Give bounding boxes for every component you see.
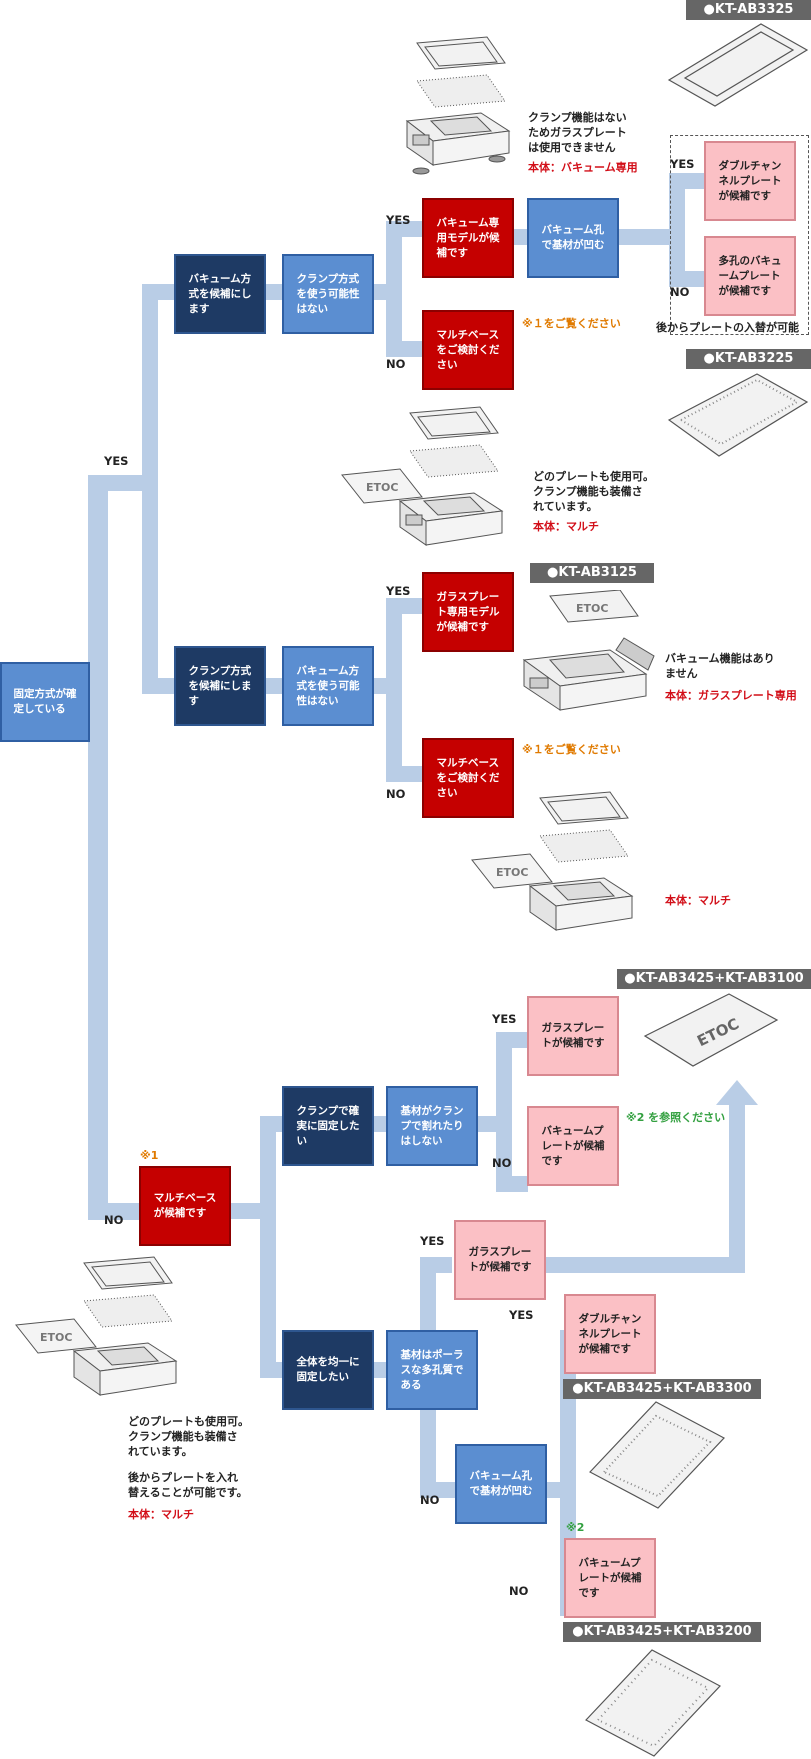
note-body-multi: 本体：マルチ bbox=[665, 894, 731, 907]
label-yes: YES bbox=[670, 157, 695, 171]
svg-text:ETOC: ETOC bbox=[576, 602, 608, 615]
label-yes: YES bbox=[386, 584, 411, 598]
note-no-vacuum: バキューム機能はあり ません bbox=[665, 652, 775, 680]
label-no: NO bbox=[509, 1584, 529, 1598]
node-double-channel-plate: ダブルチャン ネルプレート が候補です bbox=[704, 141, 796, 221]
plate-stack-icon: ETOC bbox=[15, 1256, 178, 1396]
node-vacuum-plate-candidate: バキュームプ レートが候補 です bbox=[564, 1538, 656, 1618]
node-glass-only-model: ガラスプレー ト専用モデル が候補です bbox=[422, 572, 514, 652]
svg-text:ETOC: ETOC bbox=[496, 866, 528, 879]
node-glass-plate-candidate: ガラスプレー トが候補です bbox=[454, 1220, 546, 1300]
note-see-note1: ※１をご覧ください bbox=[522, 743, 621, 756]
label-no: NO bbox=[386, 787, 406, 801]
label-yes: YES bbox=[104, 454, 129, 468]
vacuum-plate-icon bbox=[667, 373, 809, 457]
node-vacuum-only-model: バキューム専 用モデルが候 補です bbox=[422, 198, 514, 278]
node-vacuum-hole-dent: バキューム孔 で基材が凹む bbox=[527, 198, 619, 278]
product-badge-kt-ab3425-ab3200: ●KT-AB3425+KT-AB3200 bbox=[563, 1622, 761, 1642]
node-multibase-candidate: マルチベース が候補です bbox=[139, 1166, 231, 1246]
label-yes: YES bbox=[509, 1308, 534, 1322]
note-no-glass: クランプ機能はない ためガラスプレート は使用できません bbox=[528, 111, 627, 154]
label-yes: YES bbox=[420, 1234, 445, 1248]
label-no: NO bbox=[492, 1156, 512, 1170]
note-any-plate: どのプレートも使用可。 クランプ機能も装備さ れています。 bbox=[533, 470, 654, 513]
product-badge-kt-ab3425-ab3300: ●KT-AB3425+KT-AB3300 bbox=[563, 1379, 761, 1399]
label-no: NO bbox=[104, 1213, 124, 1227]
label-yes: YES bbox=[492, 1012, 517, 1026]
note-body-multi: 本体：マルチ bbox=[533, 520, 599, 533]
note-bottom-body-multi: 本体：マルチ bbox=[128, 1508, 194, 1521]
label-no: NO bbox=[386, 357, 406, 371]
node-multibase-consider: マルチベース をご検討くだ さい bbox=[422, 310, 514, 390]
svg-text:ETOC: ETOC bbox=[366, 481, 398, 494]
note-bottom-any-plate: どのプレートも使用可。 クランプ機能も装備さ れています。 bbox=[128, 1415, 249, 1458]
note-bottom-swap: 後からプレートを入れ 替えることが可能です。 bbox=[128, 1471, 248, 1499]
node-fixing-method-decided: 固定方式が確 定している bbox=[0, 662, 90, 742]
node-multi-hole-vacuum-plate: 多孔のバキュ ームプレート が候補です bbox=[704, 236, 796, 316]
node-porous-substrate: 基材はポーラ スな多孔質で ある bbox=[386, 1330, 478, 1410]
note-mark2: ※2 bbox=[566, 1521, 585, 1534]
node-double-channel-plate: ダブルチャン ネルプレート が候補です bbox=[564, 1294, 656, 1374]
note-swap-later: 後からプレートの入替が可能 bbox=[656, 321, 799, 334]
glass-plate-icon bbox=[667, 23, 809, 107]
note-body-vacuum-only: 本体：バキューム専用 bbox=[528, 161, 638, 174]
svg-text:ETOC: ETOC bbox=[40, 1331, 72, 1344]
note-see-note2: ※2 を参照ください bbox=[626, 1111, 726, 1124]
product-badge-kt-ab3225: ●KT-AB3225 bbox=[686, 349, 811, 369]
node-vacuum-candidate: バキューム方 式を候補にし ます bbox=[174, 254, 266, 334]
product-badge-kt-ab3125: ●KT-AB3125 bbox=[530, 563, 654, 583]
node-clamp-candidate: クランプ方式 を候補にしま す bbox=[174, 646, 266, 726]
printed-plate-icon: ETOC bbox=[643, 993, 779, 1067]
note-see-note1: ※１をご覧ください bbox=[522, 317, 621, 330]
node-clamp-possible-question: クランプ方式 を使う可能性 はない bbox=[282, 254, 374, 334]
coater-machine-icon: ETOC bbox=[522, 590, 655, 711]
node-vacuum-hole-dent: バキューム孔 で基材が凹む bbox=[455, 1444, 547, 1524]
node-glass-plate-candidate: ガラスプレー トが候補です bbox=[527, 996, 619, 1076]
note-body-glass-only: 本体：ガラスプレート専用 bbox=[665, 689, 797, 702]
plate-stack-icon: ETOC bbox=[341, 406, 504, 546]
plate-swap-group bbox=[670, 135, 809, 335]
node-no-crack: 基材がクラン プで割れたり はしない bbox=[386, 1086, 478, 1166]
label-no: NO bbox=[420, 1493, 440, 1507]
plate-stack-icon: ETOC bbox=[471, 791, 634, 931]
vacuum-plate-icon bbox=[589, 1401, 725, 1509]
product-badge-kt-ab3325: ●KT-AB3325 bbox=[686, 0, 811, 20]
node-uniform-fix: 全体を均一に 固定したい bbox=[282, 1330, 374, 1410]
label-yes: YES bbox=[386, 213, 411, 227]
coater-machine-icon bbox=[405, 36, 511, 175]
node-vacuum-plate-candidate: バキュームプ レートが候補 です bbox=[527, 1106, 619, 1186]
label-no: NO bbox=[670, 285, 690, 299]
node-vacuum-possible-question: バキューム方 式を使う可能 性はない bbox=[282, 646, 374, 726]
node-multibase-consider: マルチベース をご検討くだ さい bbox=[422, 738, 514, 818]
note-mark1: ※1 bbox=[140, 1149, 159, 1162]
product-badge-kt-ab3425-ab3100: ●KT-AB3425+KT-AB3100 bbox=[617, 969, 811, 989]
node-secure-clamp: クランプで確 実に固定した い bbox=[282, 1086, 374, 1166]
vacuum-plate-icon bbox=[585, 1649, 721, 1757]
